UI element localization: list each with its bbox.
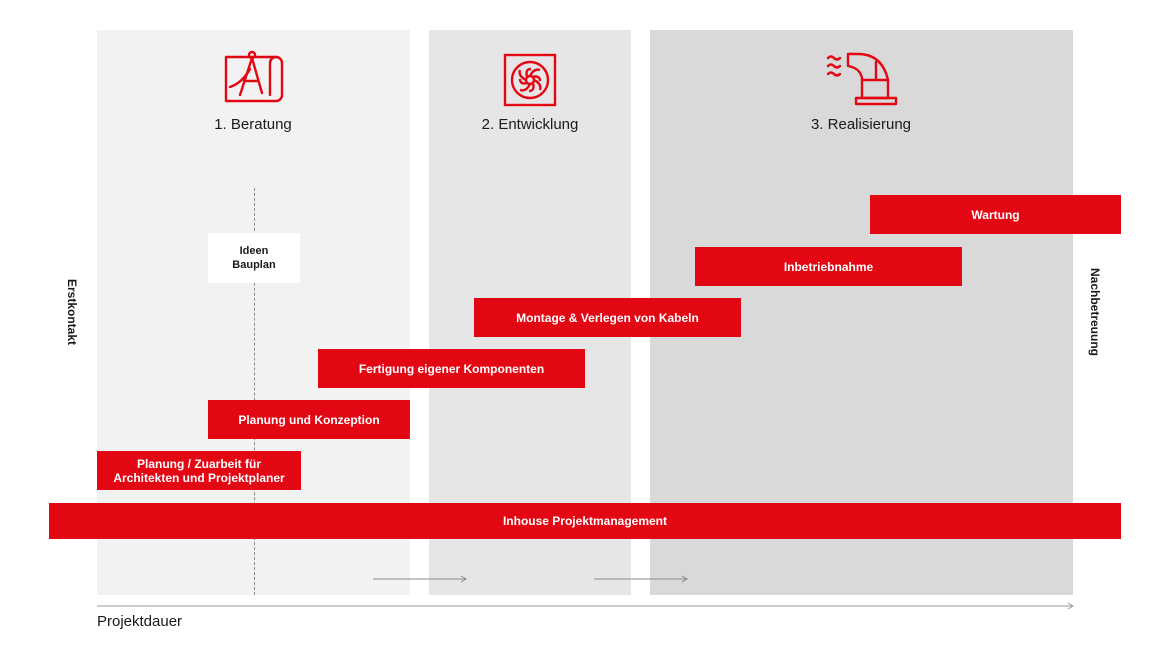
transition-arrow-1 [373,575,467,583]
ventilation-duct-icon [826,52,898,106]
bar-wartung: Wartung [870,195,1121,234]
axis-label-projektdauer: Projektdauer [97,613,183,630]
bar-label-fertigung: Fertigung eigener Komponenten [358,361,545,376]
project-duration-axis [97,602,1074,610]
phase-title-beratung: 1. Beratung [214,116,292,133]
bar-label-planung-zuarbeit-1: Planung / Zuarbeit für [136,456,261,471]
transition-arrow-2 [594,575,688,583]
milestone-box: Ideen Bauplan [208,233,300,283]
bar-label-inbetriebnahme: Inbetriebnahme [783,259,874,274]
milestone-line-1: Ideen [239,245,269,257]
bar-inbetriebnahme: Inbetriebnahme [695,247,962,286]
milestone-dashed-line [254,188,255,595]
side-label-nachbetreuung: Nachbetreuung [1088,267,1102,357]
bar-label-planung-zuarbeit-2: Architekten und Projektplaner [113,470,285,485]
bar-inhouse-projektmanagement: Inhouse Projektmanagement [49,503,1121,539]
bar-label-inhouse-projektmanagement: Inhouse Projektmanagement [502,514,668,528]
bar-label-wartung: Wartung [971,207,1020,222]
bar-label-montage: Montage & Verlegen von Kabeln [516,310,699,325]
bar-montage: Montage & Verlegen von Kabeln [474,298,741,337]
milestone-line-2: Bauplan [232,259,276,271]
phase-title-entwicklung: 2. Entwicklung [481,116,579,133]
blueprint-compass-icon [224,50,284,103]
fan-icon [503,53,557,107]
phase-beratung-column [97,30,410,595]
side-label-erstkontakt: Erstkontakt [65,278,79,346]
bar-planung-konzeption: Planung und Konzeption [208,400,410,439]
bar-planung-zuarbeit: Planung / Zuarbeit für Architekten und P… [97,451,301,490]
bar-fertigung: Fertigung eigener Komponenten [318,349,585,388]
bar-label-planung-konzeption: Planung und Konzeption [238,412,380,427]
phase-title-realisierung: 3. Realisierung [810,116,912,133]
